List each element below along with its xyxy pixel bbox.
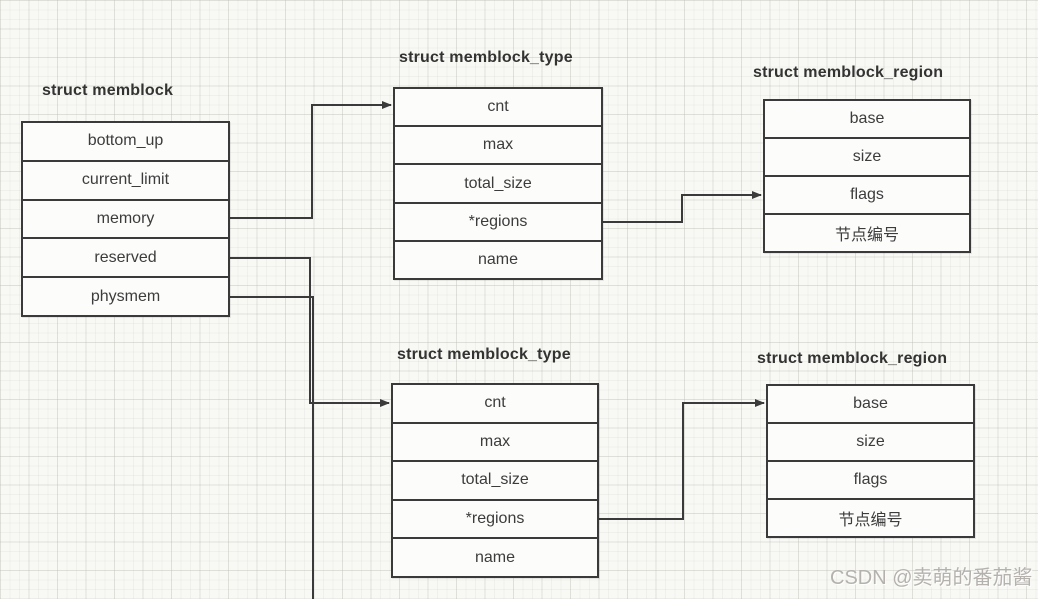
- field-max: max: [395, 125, 601, 163]
- struct-memblock-type-top-box: cnt max total_size *regions name: [393, 87, 603, 280]
- struct-memblock-region-top-box: base size flags 节点编号: [763, 99, 971, 253]
- field-flags: flags: [765, 175, 969, 213]
- field-node-number: 节点编号: [765, 213, 969, 251]
- field-regions: *regions: [395, 201, 601, 240]
- field-total-size: total_size: [393, 460, 597, 499]
- connector-regions-bottom-to-region-bottom: [599, 399, 765, 520]
- field-node-number: 节点编号: [768, 498, 973, 536]
- struct-memblock-region-top-title: struct memblock_region: [753, 64, 944, 81]
- field-cnt: cnt: [487, 98, 509, 116]
- field-reserved: reserved: [23, 237, 228, 276]
- field-total-size: total_size: [395, 163, 601, 201]
- field-physmem: physmem: [23, 276, 228, 315]
- struct-memblock-type-bottom-title: struct memblock_type: [397, 346, 571, 363]
- field-base: base: [853, 395, 888, 412]
- field-size: size: [768, 422, 973, 460]
- field-base: base: [849, 110, 885, 127]
- field-bottom-up: bottom_up: [87, 132, 164, 150]
- field-regions: *regions: [393, 498, 597, 538]
- connector-physmem-offscreen: [230, 296, 314, 599]
- struct-memblock-title: struct memblock: [42, 82, 174, 99]
- field-name: name: [393, 537, 597, 576]
- field-size: size: [765, 137, 969, 175]
- field-name: name: [395, 239, 601, 278]
- csdn-watermark: CSDN @卖萌的番茄酱: [830, 567, 1033, 589]
- struct-memblock-region-bottom-box: base size flags 节点编号: [766, 384, 975, 538]
- struct-memblock-box: bottom_up current_limit memory reserved …: [21, 121, 230, 317]
- field-flags: flags: [768, 460, 973, 498]
- struct-memblock-type-bottom-box: cnt max total_size *regions name: [391, 383, 599, 578]
- struct-memblock-region-bottom-title: struct memblock_region: [757, 350, 948, 367]
- connector-memory-to-type-top: [230, 101, 392, 219]
- field-max: max: [393, 421, 597, 461]
- field-memory: memory: [23, 198, 228, 238]
- struct-memblock-type-top-title: struct memblock_type: [399, 49, 573, 66]
- field-cnt: cnt: [484, 394, 506, 412]
- field-current-limit: current_limit: [23, 159, 228, 199]
- connector-regions-top-to-region-top: [603, 191, 762, 223]
- connector-reserved-to-type-bottom: [230, 257, 390, 407]
